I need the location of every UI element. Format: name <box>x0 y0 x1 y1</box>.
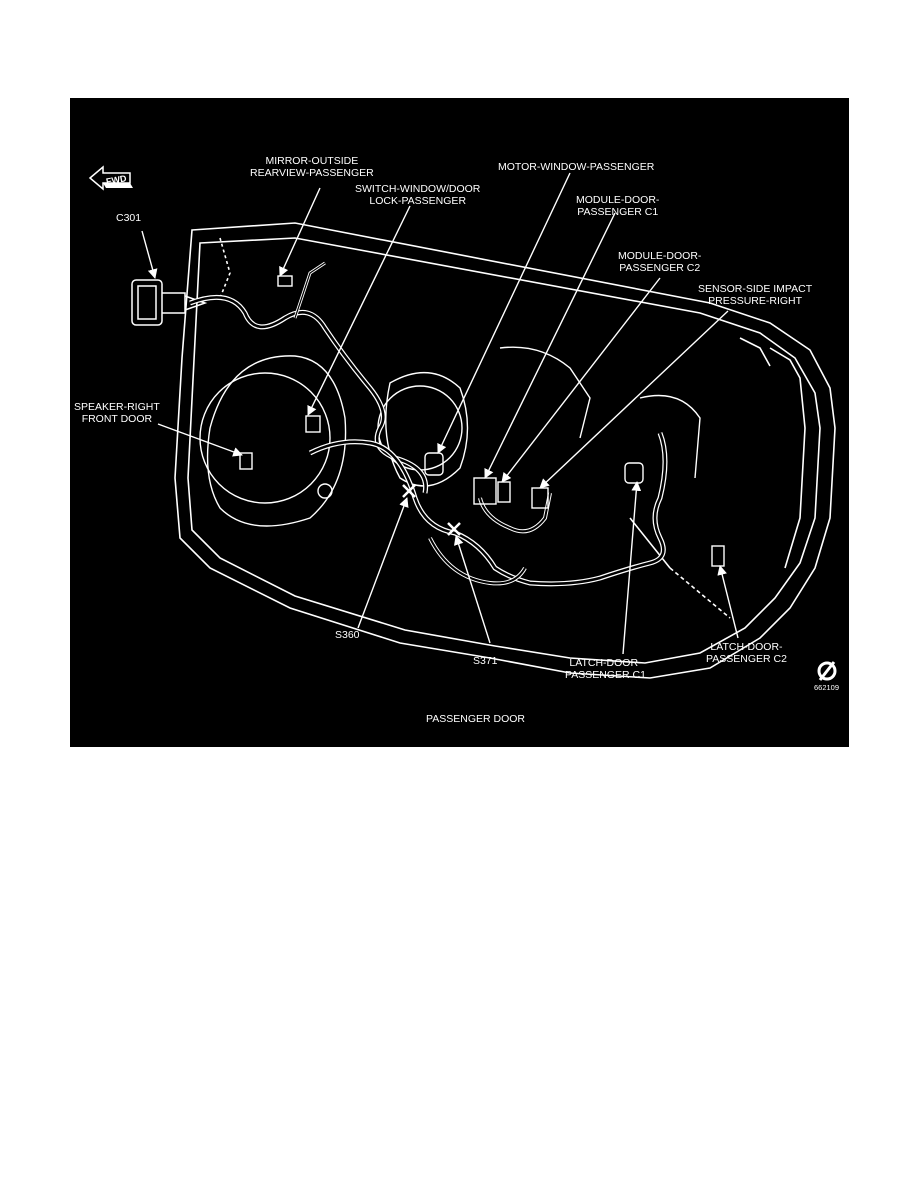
c301-connector <box>131 279 208 326</box>
leader-lines <box>141 172 739 655</box>
splice-markers <box>402 484 461 536</box>
callout-c301: C301 <box>116 212 142 224</box>
figure-number: 662109 <box>814 683 840 692</box>
door-illustration <box>88 165 837 681</box>
fwd-arrow-icon <box>88 165 133 191</box>
wiring-harness <box>189 261 668 587</box>
figure-emblem-icon <box>817 661 837 681</box>
callout-latch-c1: LATCH-DOOR-PASSENGER C1 <box>565 657 646 681</box>
callout-motor: MOTOR-WINDOW-PASSENGER <box>498 161 655 173</box>
door-panel-outline <box>174 222 836 679</box>
callout-module-c1: MODULE-DOOR-PASSENGER C1 <box>576 194 660 218</box>
speaker-openings <box>199 346 701 527</box>
figure-caption: PASSENGER DOOR <box>426 713 525 725</box>
callout-s371: S371 <box>473 655 498 667</box>
callout-s360: S360 <box>335 629 360 641</box>
harness-connectors <box>239 275 725 567</box>
callout-module-c2: MODULE-DOOR-PASSENGER C2 <box>618 250 702 274</box>
callout-latch-c2: LATCH-DOOR-PASSENGER C2 <box>706 641 787 665</box>
